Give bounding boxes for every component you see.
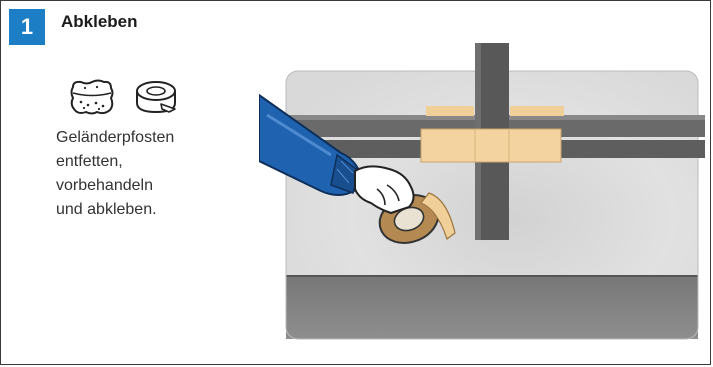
tape-roll-icon xyxy=(131,79,187,117)
step-number-badge: 1 xyxy=(9,9,45,45)
step-description: Geländerpfosten entfetten, vorbehandeln … xyxy=(56,126,226,222)
sponge-icon xyxy=(67,79,117,117)
step-text-line: und abkleben. xyxy=(56,198,226,222)
step-title: Abkleben xyxy=(61,12,138,32)
taping-illustration xyxy=(259,43,705,349)
step-text-line: vorbehandeln xyxy=(56,174,226,198)
tape-strip-top xyxy=(510,106,564,116)
tape-wrap xyxy=(421,129,561,162)
step-text-line: entfetten, xyxy=(56,150,226,174)
step-text-line: Geländerpfosten xyxy=(56,126,226,150)
tape-strip-top xyxy=(426,106,474,116)
floor-band xyxy=(286,276,698,339)
